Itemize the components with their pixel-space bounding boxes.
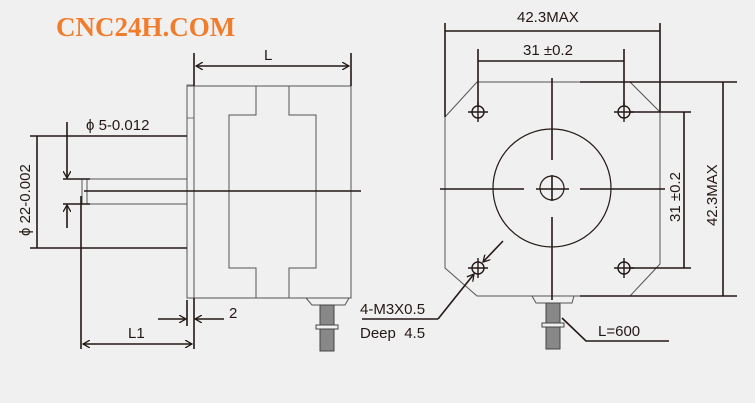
cable-stub-front [531,295,669,350]
dim-width-max-label: 42.3MAX [517,9,579,26]
dim-height-max-label: 42.3MAX [704,164,721,226]
dim-boss-height-label: 2 [229,305,237,322]
cable-stub-side [305,297,350,352]
motor-body-side [186,85,352,299]
cable-length-label: L=600 [598,323,640,340]
dim-shaft-diameter-label: ϕ 5-0.012 [86,117,149,134]
site-logo: CNC24H.COM [56,12,236,42]
hole-callout-depth: Deep 4.5 [360,325,425,342]
dim-L1-label: L1 [128,325,145,342]
shaft [81,178,187,205]
side-view [30,53,361,352]
front-view [362,23,737,350]
dim-L-label: L [264,47,272,64]
dim-hole-spacing-h-label: 31 ±0.2 [523,42,573,59]
dim-boss-diameter-label: ϕ 22-0.002 [17,164,34,236]
mounting-holes [468,102,634,278]
dim-hole-spacing-v-label: 31 ±0.2 [667,172,684,222]
hole-callout-thread: 4-M3X0.5 [360,301,425,318]
